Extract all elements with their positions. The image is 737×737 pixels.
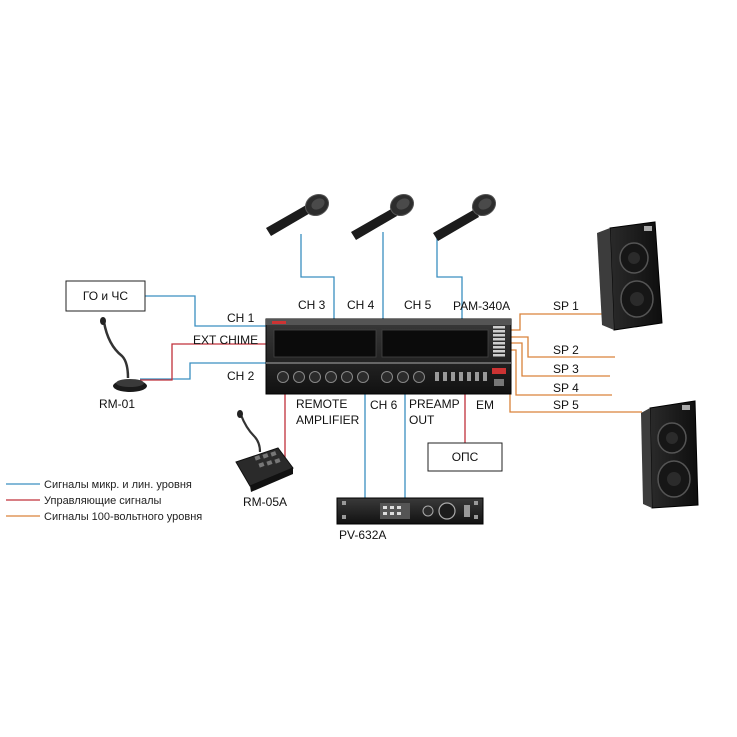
sp4-label: SP 4 bbox=[553, 381, 579, 395]
amplifier-label: AMPLIFIER bbox=[296, 413, 360, 427]
handheld-mic-2-icon bbox=[351, 193, 415, 240]
em-label: EM bbox=[476, 398, 494, 412]
rm01-label: RM-01 bbox=[99, 397, 135, 411]
ch3-label: CH 3 bbox=[298, 298, 326, 312]
control-lines bbox=[140, 343, 466, 460]
handheld-mic-1-icon bbox=[266, 193, 330, 236]
pam340a-label: PAM-340A bbox=[453, 299, 510, 313]
ch4-label: CH 4 bbox=[347, 298, 375, 312]
remote-label: REMOTE bbox=[296, 397, 347, 411]
line100v-lines bbox=[509, 313, 642, 413]
line-go-to-ch1 bbox=[145, 295, 268, 327]
line-mic1-to-ch3 bbox=[300, 234, 335, 323]
legend-text-control: Управляющие сигналы bbox=[44, 495, 162, 507]
pam340a-indicator-column bbox=[493, 326, 505, 357]
signal-lines bbox=[140, 232, 463, 500]
rm05a-label: RM-05A bbox=[243, 495, 287, 509]
rm01-gooseneck-mic-icon bbox=[100, 317, 147, 392]
sp2-label: SP 2 bbox=[553, 343, 579, 357]
line-mic3-to-ch5 bbox=[436, 233, 463, 323]
preamp-label: PREAMP bbox=[409, 397, 460, 411]
legend: Сигналы микр. и лин. уровня Управляющие … bbox=[6, 479, 202, 523]
pv632a-amplifier-device bbox=[336, 497, 484, 525]
line-rm01-to-ch2 bbox=[140, 362, 268, 380]
speaker-top-icon bbox=[597, 221, 663, 331]
line-sp3 bbox=[509, 342, 610, 377]
rm05a-paging-console-icon bbox=[235, 410, 294, 492]
handheld-mic-3-icon bbox=[433, 193, 497, 241]
pam340a-zone-buttons bbox=[435, 372, 487, 381]
pv632a-label: PV-632A bbox=[339, 528, 386, 542]
line-ext-chime bbox=[140, 343, 268, 381]
line-sp2 bbox=[509, 336, 615, 358]
ext-chime-label: EXT CHIME bbox=[193, 333, 258, 347]
ch5-label: CH 5 bbox=[404, 298, 432, 312]
pam340a-amplifier-device bbox=[265, 318, 512, 395]
ops-label: ОПС bbox=[452, 450, 479, 464]
legend-text-signal: Сигналы микр. и лин. уровня bbox=[44, 479, 192, 491]
speaker-bottom-icon bbox=[641, 400, 699, 509]
go-chs-label: ГО и ЧС bbox=[83, 289, 129, 303]
sp1-label: SP 1 bbox=[553, 299, 579, 313]
go-chs-box bbox=[65, 280, 146, 312]
ch1-label: CH 1 bbox=[227, 311, 255, 325]
sp5-label: SP 5 bbox=[553, 398, 579, 412]
line-sp1 bbox=[509, 313, 612, 331]
ch2-label: CH 2 bbox=[227, 369, 255, 383]
out-label: OUT bbox=[409, 413, 435, 427]
sp3-label: SP 3 bbox=[553, 362, 579, 376]
ops-box bbox=[427, 442, 503, 472]
ch6-label: CH 6 bbox=[370, 398, 398, 412]
legend-text-100v: Сигналы 100-вольтного уровня bbox=[44, 511, 202, 523]
pam340a-knobs bbox=[277, 371, 425, 383]
line-sp4 bbox=[509, 349, 612, 396]
